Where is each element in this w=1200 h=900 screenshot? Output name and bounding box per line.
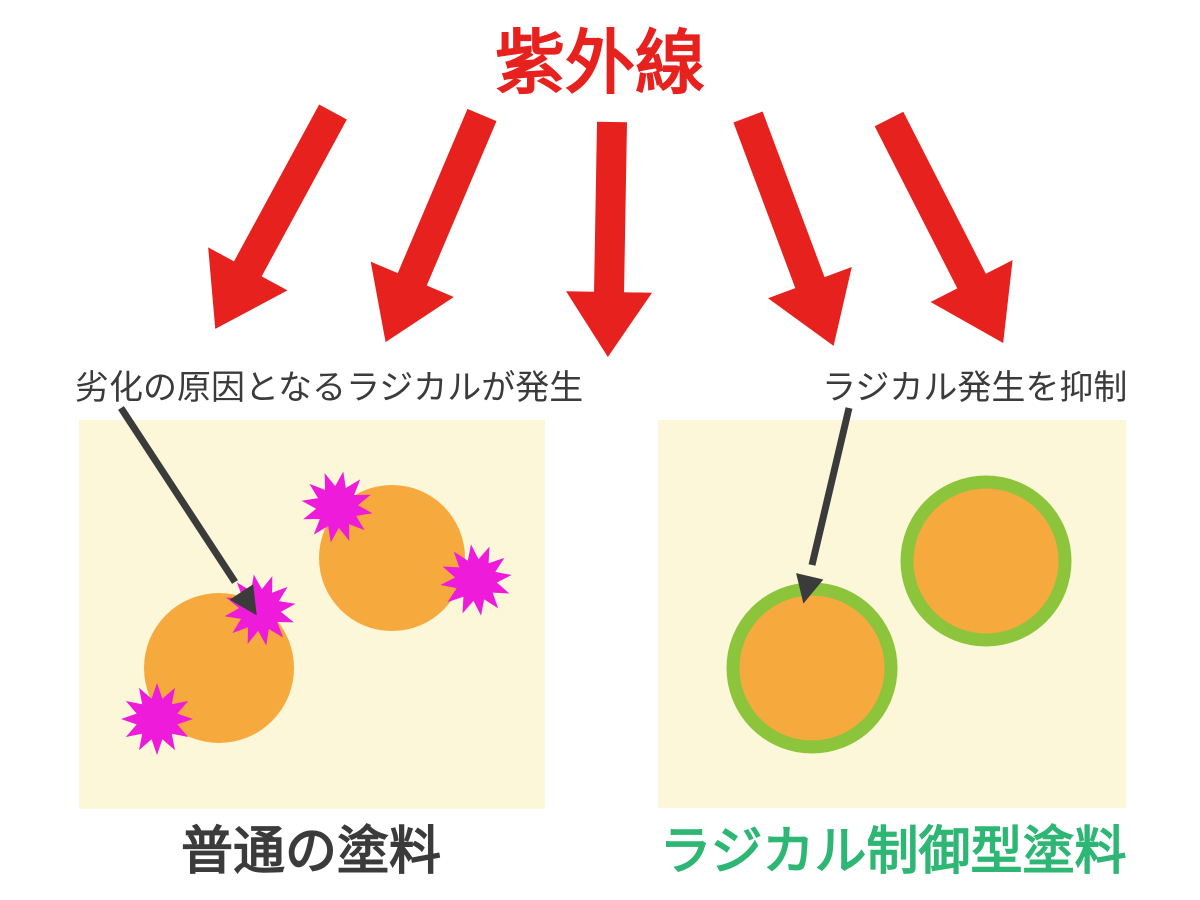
left-annotation-pointer bbox=[118, 406, 269, 624]
ordinary-paint-panel bbox=[79, 420, 545, 809]
left-pointer-line bbox=[118, 406, 238, 584]
uv-ray-arrow-icon bbox=[564, 121, 655, 358]
radical-control-paint-caption: ラジカル制御型塗料 bbox=[660, 822, 1127, 881]
uv-ray-arrow-icon bbox=[848, 98, 1045, 364]
right-annotation-pointer bbox=[789, 407, 853, 607]
diagram-title: 紫外線 bbox=[495, 24, 705, 102]
radical-control-paint-panel bbox=[658, 420, 1126, 808]
uv-ray-arrow-icon bbox=[175, 90, 373, 351]
right-annotation-label: ラジカル発生を抑制 bbox=[822, 369, 1127, 407]
uv-ray-arrow-icon bbox=[344, 97, 524, 360]
ordinary-paint-panel-background bbox=[79, 420, 545, 809]
ordinary-paint-caption: 普通の塗料 bbox=[181, 822, 441, 881]
uv-ray-arrow-icon bbox=[706, 101, 876, 362]
shielded-paint-particle bbox=[900, 475, 1072, 647]
radical-control-panel-background bbox=[658, 420, 1126, 808]
uv-rays-group bbox=[175, 90, 1045, 364]
shielded-paint-particle bbox=[726, 582, 898, 754]
left-annotation-label: 劣化の原因となるラジカルが発生 bbox=[75, 369, 583, 407]
right-pointer-line bbox=[808, 407, 853, 566]
